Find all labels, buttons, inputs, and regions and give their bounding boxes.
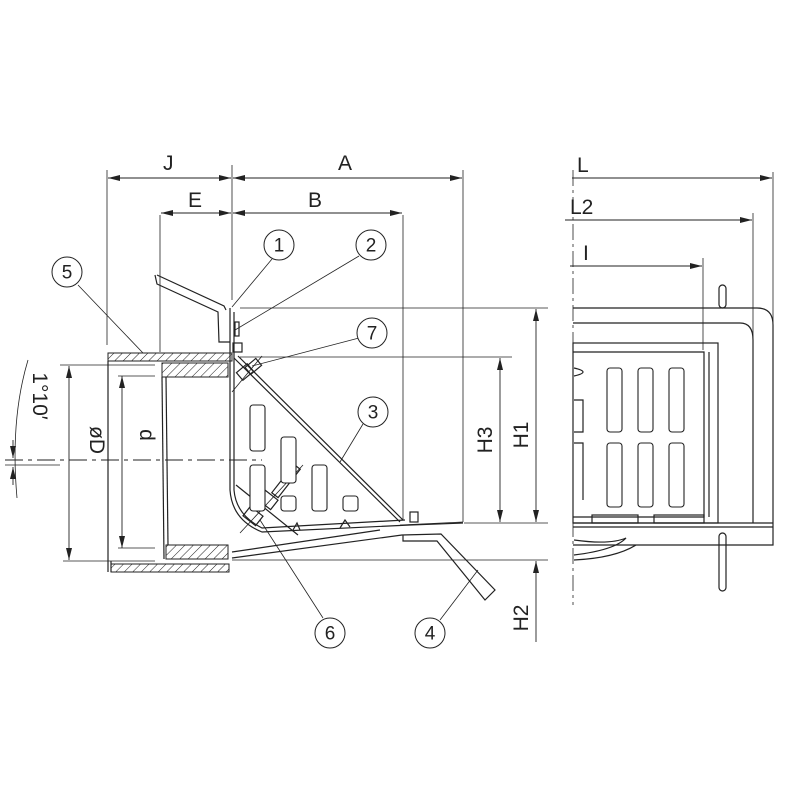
label-I: I bbox=[583, 242, 589, 265]
callouts: 1 2 3 4 5 6 7 bbox=[51, 229, 479, 649]
callout-3: 3 bbox=[357, 396, 389, 428]
callout-1: 1 bbox=[263, 229, 295, 261]
label-D: øD bbox=[85, 426, 108, 454]
svg-text:6: 6 bbox=[325, 624, 336, 645]
callout-5: 5 bbox=[51, 256, 83, 288]
label-L: L bbox=[577, 154, 589, 177]
label-A: A bbox=[338, 152, 352, 175]
label-H2: H2 bbox=[510, 605, 533, 632]
label-J: J bbox=[163, 152, 174, 175]
callout-2: 2 bbox=[355, 229, 387, 261]
label-angle: 1°10′ bbox=[28, 372, 51, 419]
pipe-socket bbox=[107, 352, 233, 573]
label-E: E bbox=[188, 189, 202, 212]
svg-text:1: 1 bbox=[274, 236, 285, 257]
label-L2: L2 bbox=[570, 196, 593, 219]
label-H3: H3 bbox=[474, 427, 497, 454]
dimension-lines-side-view: J A E B H1 H3 H2 øD d 1°10′ bbox=[5, 152, 548, 642]
svg-text:7: 7 bbox=[367, 324, 378, 345]
label-B: B bbox=[308, 189, 322, 212]
label-d: d bbox=[135, 429, 158, 441]
label-H1: H1 bbox=[510, 422, 533, 449]
front-view: L L2 I bbox=[565, 154, 774, 605]
callout-6: 6 bbox=[314, 617, 346, 649]
svg-text:4: 4 bbox=[425, 624, 436, 645]
callout-7: 7 bbox=[356, 317, 388, 349]
flap-body bbox=[154, 274, 496, 601]
svg-text:2: 2 bbox=[366, 236, 377, 257]
svg-text:3: 3 bbox=[368, 403, 379, 424]
svg-text:5: 5 bbox=[62, 263, 73, 284]
callout-4: 4 bbox=[414, 617, 446, 649]
